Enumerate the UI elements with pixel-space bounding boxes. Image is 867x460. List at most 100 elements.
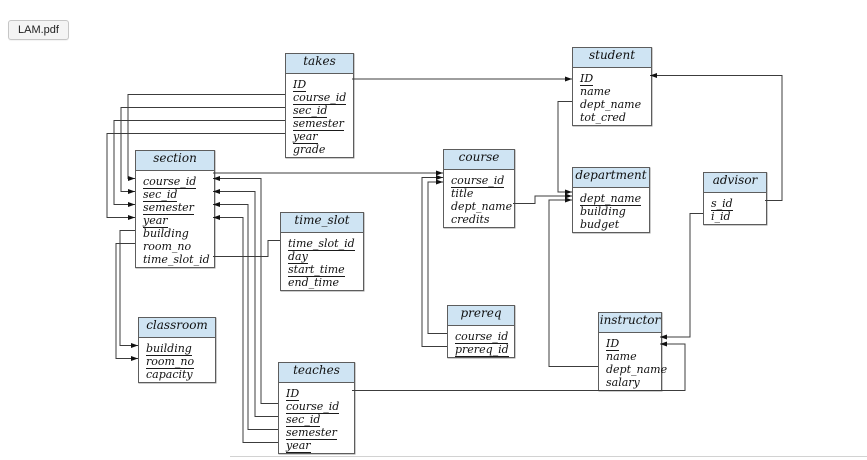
attribute-row: capacity: [146, 366, 213, 381]
entity-title-advisor: advisor: [704, 173, 766, 193]
attribute-label: sec_id: [293, 104, 328, 118]
attribute-label: credits: [451, 213, 490, 226]
attribute-row: time_slot_id: [288, 235, 361, 251]
attribute-label: dept_name: [451, 200, 513, 213]
attribute-label: salary: [606, 376, 640, 389]
attribute-row: s_id: [711, 195, 764, 211]
entity-title-student: student: [573, 48, 651, 68]
entity-title-prereq: prereq: [448, 306, 514, 326]
entity-title-section: section: [136, 151, 214, 171]
attribute-row: building: [143, 225, 212, 240]
attribute-row: day: [288, 248, 361, 264]
attribute-label: year: [293, 130, 318, 144]
attribute-label: prereq_id: [455, 343, 509, 357]
connector-teaches-year-to-section: [213, 215, 278, 443]
attribute-row: tot_cred: [580, 109, 649, 124]
attribute-row: dept_name: [580, 96, 649, 111]
attribute-label: i_id: [711, 210, 731, 223]
attribute-row: prereq_id: [455, 341, 512, 357]
attribute-row: course_id: [451, 172, 512, 188]
attribute-row: year: [286, 437, 352, 453]
attribute-row: budget: [580, 216, 647, 231]
attribute-row: dept_name: [451, 198, 513, 213]
attribute-row: i_id: [711, 208, 764, 223]
attribute-label: start_time: [288, 263, 345, 277]
attribute-row: sec_id: [293, 102, 351, 118]
attribute-row: title: [451, 185, 512, 200]
entity-title-department: department: [573, 168, 649, 188]
attribute-row: semester: [286, 424, 352, 440]
attribute-row: course_id: [455, 328, 512, 344]
connector-teaches-semester-to-section: [213, 202, 278, 430]
attribute-label: sec_id: [286, 413, 321, 427]
attribute-label: course_id: [286, 400, 340, 414]
attribute-row: year: [293, 128, 351, 144]
connector-student-deptname-to-department: [557, 101, 572, 195]
attribute-row: room_no: [143, 238, 212, 253]
attribute-label: end_time: [288, 276, 340, 289]
page-edge-line: [230, 456, 867, 457]
attribute-row: course_id: [143, 173, 212, 189]
attribute-row: name: [606, 348, 659, 363]
attribute-label: time_slot_id: [288, 237, 355, 251]
attribute-label: building: [143, 227, 189, 240]
attribute-label: ID: [580, 72, 594, 86]
attribute-label: semester: [286, 426, 337, 440]
entity-title-time_slot: time_slot: [281, 213, 363, 233]
attribute-row: ID: [580, 70, 649, 86]
attribute-label: tot_cred: [580, 111, 626, 124]
connector-teaches-secid-to-section: [213, 189, 278, 417]
connector-section-timeslotid-to-timeslot: [213, 240, 280, 257]
connector-teaches-courseid-to-section: [213, 176, 278, 404]
attribute-row: ID: [293, 76, 351, 92]
attribute-row: start_time: [288, 261, 361, 277]
entity-title-teaches: teaches: [279, 363, 354, 383]
attribute-row: end_time: [288, 274, 361, 289]
attribute-label: semester: [293, 117, 344, 131]
attribute-label: room_no: [146, 355, 195, 369]
attribute-label: ID: [293, 78, 307, 92]
attribute-label: course_id: [293, 91, 347, 105]
entity-title-classroom: classroom: [139, 318, 215, 338]
connector-advisor-iid-to-instructor: [660, 213, 703, 340]
attribute-label: name: [580, 85, 611, 98]
attribute-label: budget: [580, 218, 620, 231]
attribute-row: sec_id: [286, 411, 352, 427]
attribute-label: room_no: [143, 240, 192, 253]
attribute-label: capacity: [146, 368, 193, 381]
attribute-row: ID: [286, 385, 352, 401]
attribute-row: grade: [293, 141, 351, 156]
attribute-row: course_id: [293, 89, 351, 105]
attribute-row: room_no: [146, 353, 213, 369]
attribute-row: semester: [143, 199, 212, 215]
attribute-row: building: [146, 340, 213, 356]
attribute-label: dept_name: [580, 98, 642, 111]
attribute-label: grade: [293, 143, 326, 156]
attribute-row: dept_name: [580, 190, 647, 206]
attribute-row: time_slot_id: [143, 251, 212, 266]
entity-title-takes: takes: [286, 54, 353, 74]
file-tab[interactable]: LAM.pdf: [8, 20, 69, 40]
connector-course-deptname-to-department: [513, 193, 572, 204]
